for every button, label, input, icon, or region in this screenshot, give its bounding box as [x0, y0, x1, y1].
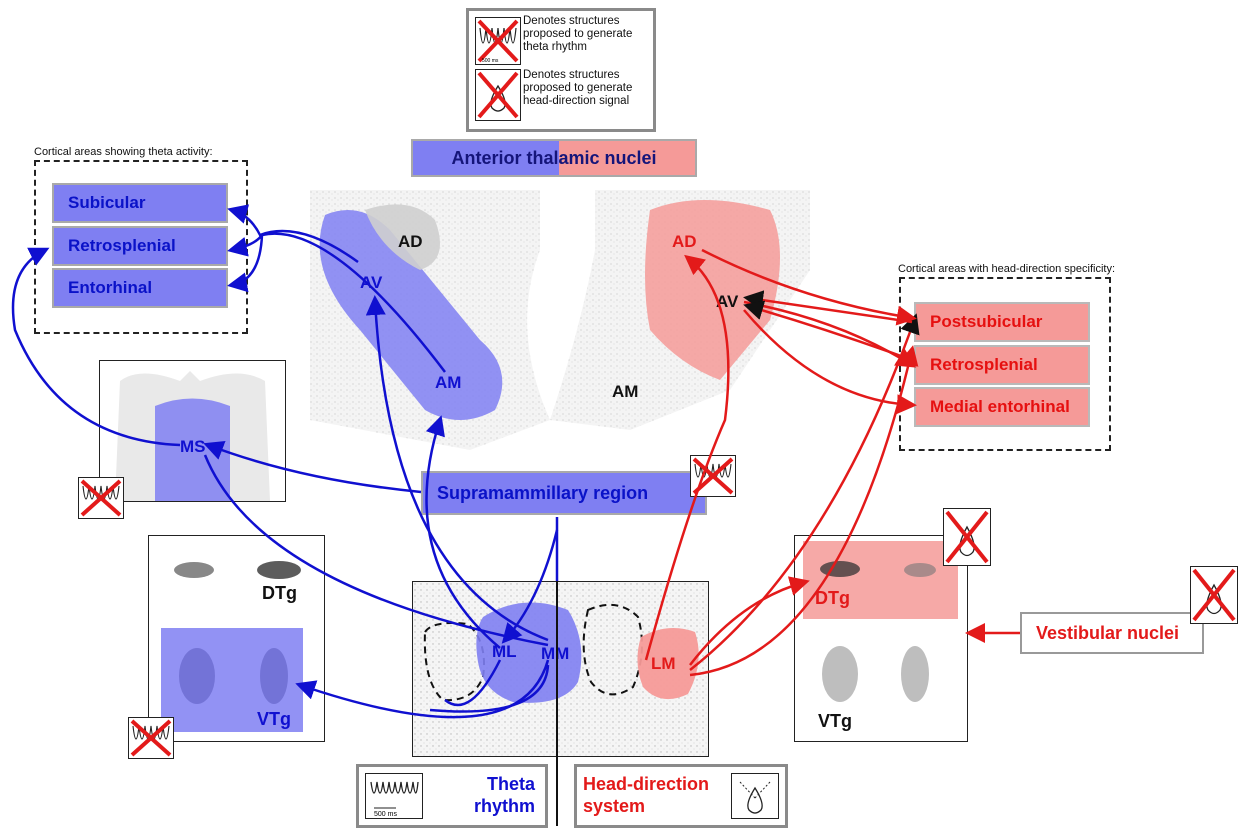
ms-panel — [99, 360, 286, 502]
anterior-thalamic-blue-half — [413, 141, 559, 175]
cortical-hd-medial-entorhinal: Medial entorhinal — [914, 387, 1090, 427]
supramammillary-theta-generator-icon — [690, 455, 736, 497]
cortical-theta-subicular: Subicular — [52, 183, 228, 223]
dtg-hd-generator-icon — [943, 508, 991, 566]
bottom-legend-theta: 500 ms Theta rhythm — [356, 764, 548, 828]
legend-box: 500 ms Denotes structures proposed to ge… — [466, 8, 656, 132]
theta-line-1: Theta — [486, 774, 535, 794]
legend-hd-text: Denotes structures proposed to generate … — [523, 69, 633, 107]
bottom-legend-theta-label: Theta rhythm — [474, 773, 535, 817]
label-av-left: AV — [360, 273, 383, 292]
thalamus-histology — [310, 190, 810, 450]
hd-line-1: Head-direction — [583, 774, 710, 794]
label-ad-left: AD — [398, 232, 423, 251]
bottom-legend-scale: 500 ms — [374, 811, 397, 818]
label-av-right: AV — [716, 292, 739, 311]
tegmental-left-panel — [148, 535, 325, 742]
ms-theta-generator-icon — [78, 477, 124, 519]
anterior-thalamic-red-half — [559, 141, 695, 175]
cortical-hd-retrosplenial: Retrosplenial — [914, 345, 1090, 385]
cortical-theta-retrosplenial: Retrosplenial — [52, 226, 228, 266]
theta-wave-icon: 500 ms — [365, 773, 423, 819]
theta-line-2: rhythm — [473, 796, 535, 816]
label-vtg-left: VTg — [257, 709, 291, 729]
label-dtg-left: DTg — [262, 583, 297, 603]
theta-generator-icon: 500 ms — [475, 17, 521, 65]
vestibular-hd-generator-icon — [1190, 566, 1238, 624]
bottom-legend-hd-label: Head-direction system — [583, 773, 709, 817]
legend-theta-text: Denotes structures proposed to generate … — [523, 15, 633, 53]
label-vtg-right: VTg — [818, 711, 852, 731]
supramammillary-box: Supramammillary region — [421, 471, 707, 515]
label-dtg-right: DTg — [815, 588, 850, 608]
label-lm: LM — [651, 654, 676, 673]
cortical-theta-caption: Cortical areas showing theta activity: — [34, 146, 213, 158]
cortical-theta-entorhinal: Entorhinal — [52, 268, 228, 308]
label-ad-right: AD — [672, 232, 697, 251]
label-am-right: AM — [612, 382, 639, 401]
label-mm: MM — [541, 644, 570, 663]
anterior-thalamic-label-right: lamic nuclei — [553, 147, 657, 168]
tegmental-right-panel — [794, 535, 968, 742]
label-ms: MS — [180, 437, 206, 456]
vestibular-box: Vestibular nuclei — [1020, 612, 1204, 654]
head-direction-icon — [731, 773, 779, 819]
label-am-left: AM — [435, 373, 462, 392]
cortical-hd-postsubicular: Postsubicular — [914, 302, 1090, 342]
mammillary-panel — [412, 581, 709, 757]
anterior-thalamic-label-left: Anterior tha — [451, 147, 554, 168]
vtg-theta-generator-icon — [128, 717, 174, 759]
hd-line-2: system — [583, 796, 646, 816]
bottom-legend-hd: Head-direction system — [574, 764, 788, 828]
cortical-hd-caption: Cortical areas with head-direction speci… — [898, 263, 1116, 275]
hd-generator-icon — [475, 69, 521, 121]
legend-scale-label: 500 ms — [482, 58, 499, 64]
